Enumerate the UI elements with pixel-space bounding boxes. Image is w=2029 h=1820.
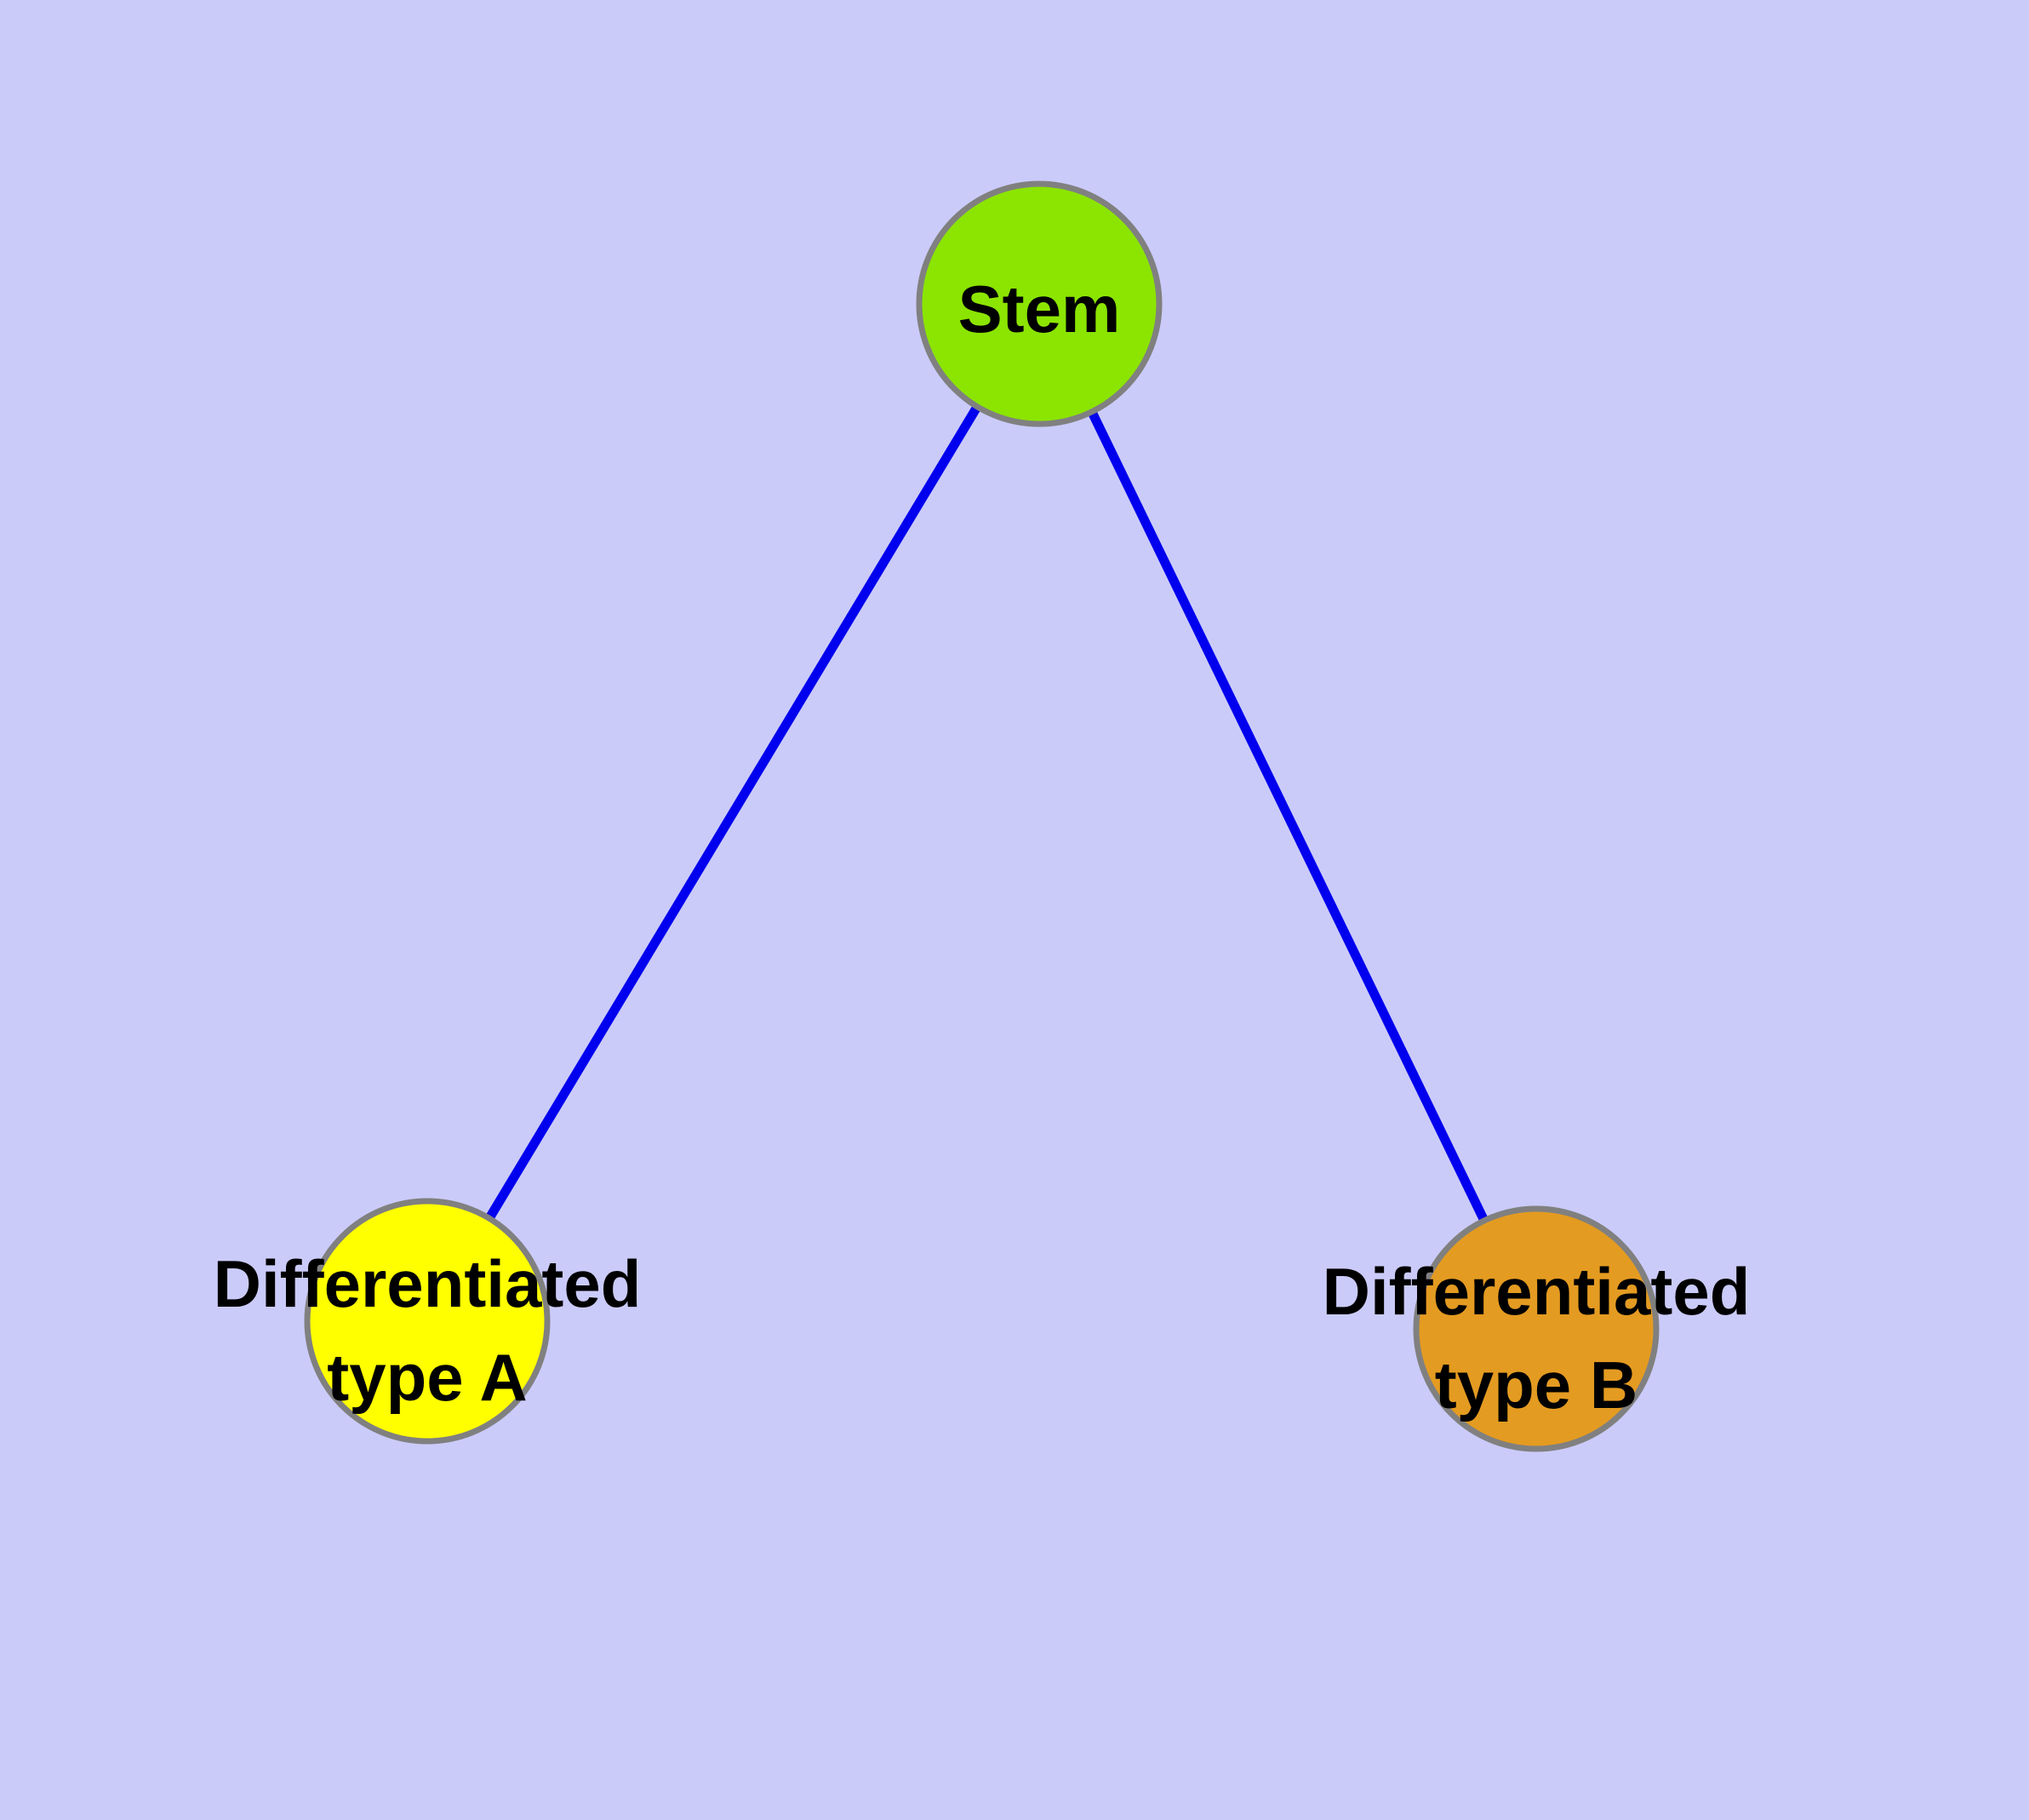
stem-node-label: Stem bbox=[958, 272, 1121, 346]
stem-node-circle[interactable] bbox=[916, 180, 1163, 427]
type-a-node-circle[interactable] bbox=[304, 1198, 551, 1445]
type-a-node-label-line-2: type A bbox=[327, 1340, 528, 1415]
edge-stem-to-type-b bbox=[1088, 409, 1489, 1223]
edge-stem-to-type-a bbox=[485, 404, 981, 1221]
type-b-node-label-line-2: type B bbox=[1435, 1348, 1637, 1422]
type-b-node-circle[interactable] bbox=[1413, 1205, 1660, 1452]
type-b-node-label-line-1: Differentiated bbox=[1323, 1254, 1751, 1329]
node-differentiated-type-b[interactable]: Differentiated type B bbox=[1323, 1205, 1751, 1452]
node-stem[interactable]: Stem bbox=[916, 180, 1163, 427]
node-differentiated-type-a[interactable]: Differentiated type A bbox=[214, 1198, 642, 1445]
edge-group bbox=[485, 404, 1489, 1223]
type-a-node-label-line-1: Differentiated bbox=[214, 1246, 642, 1321]
